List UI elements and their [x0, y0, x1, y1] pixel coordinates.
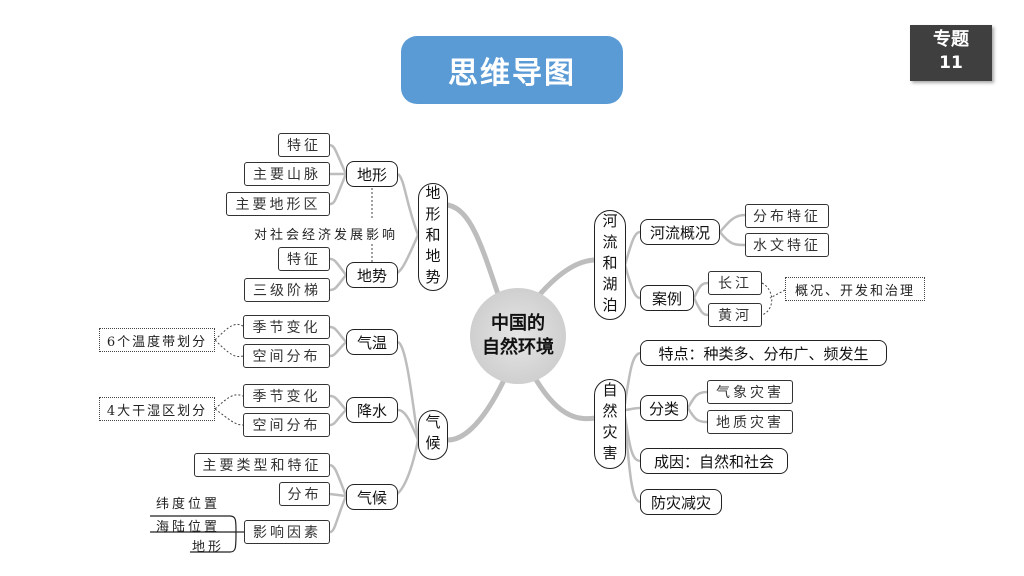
factor-latitude: 纬度位置 — [156, 497, 221, 512]
leaf-temp-seasonal: 季节变化 — [243, 315, 330, 339]
leaf-topography-features: 特征 — [278, 247, 330, 271]
leaf-three-steps: 三级阶梯 — [244, 278, 330, 302]
leaf-yellow-river: 黄河 — [708, 303, 762, 327]
leaf-distribution: 分布 — [279, 482, 330, 506]
note-development: 概况、开发和治理 — [785, 277, 925, 301]
node-disaster-features: 特点：种类多、分布广、频发生 — [640, 340, 887, 366]
node-terrain: 地形和地势 — [418, 183, 448, 291]
note-dry-wet-regions: 4大干湿区划分 — [99, 397, 215, 421]
leaf-main-landform-regions: 主要地形区 — [226, 192, 330, 216]
leaf-hydrological-features: 水文特征 — [745, 233, 829, 257]
badge-number: 11 — [939, 53, 963, 73]
topic-badge: 专题 11 — [910, 25, 992, 81]
leaf-yangtze: 长江 — [708, 271, 762, 295]
node-climate-type: 气候 — [346, 484, 398, 510]
mindmap-title: 思维导图 — [401, 36, 623, 104]
node-landform: 地形 — [346, 161, 398, 187]
node-disaster-causes: 成因：自然和社会 — [640, 448, 788, 474]
leaf-main-types: 主要类型和特征 — [194, 453, 330, 477]
factor-terrain: 地形 — [192, 540, 225, 555]
branch-terrain — [445, 202, 503, 303]
node-cases: 案例 — [640, 285, 694, 311]
leaf-temp-spatial: 空间分布 — [243, 344, 330, 368]
leaf-precip-seasonal: 季节变化 — [243, 384, 330, 408]
node-topography: 地势 — [346, 262, 398, 288]
badge-label: 专题 — [933, 29, 969, 50]
branch-rivers — [532, 257, 599, 303]
factor-land-sea: 海陆位置 — [156, 520, 221, 535]
leaf-landform-features: 特征 — [278, 133, 330, 157]
node-climate: 气候 — [418, 410, 448, 460]
impact-label: 对社会经济发展影响 — [254, 228, 399, 243]
leaf-main-mountains: 主要山脉 — [244, 162, 330, 186]
leaf-distribution-features: 分布特征 — [745, 204, 829, 228]
central-topic-line2: 自然环境 — [482, 337, 554, 358]
node-disaster-category: 分类 — [640, 395, 688, 421]
leaf-precip-spatial: 空间分布 — [243, 413, 330, 437]
node-rivers-lakes: 河流和湖泊 — [594, 210, 626, 320]
leaf-meteorological: 气象灾害 — [707, 380, 793, 404]
central-topic-line1: 中国的 — [491, 313, 545, 334]
note-temperature-zones: 6个温度带划分 — [99, 328, 215, 352]
central-topic: 中国的 自然环境 — [470, 288, 566, 384]
node-temperature: 气温 — [346, 329, 398, 355]
branch-climate — [445, 375, 508, 443]
leaf-geological: 地质灾害 — [707, 410, 793, 434]
branch-disasters — [532, 375, 599, 422]
node-precipitation: 降水 — [346, 397, 398, 423]
node-natural-disasters: 自然灾害 — [594, 379, 626, 469]
node-disaster-prevention: 防灾减灾 — [640, 489, 722, 515]
leaf-influencing-factors: 影响因素 — [244, 520, 330, 544]
node-river-overview: 河流概况 — [640, 219, 720, 245]
